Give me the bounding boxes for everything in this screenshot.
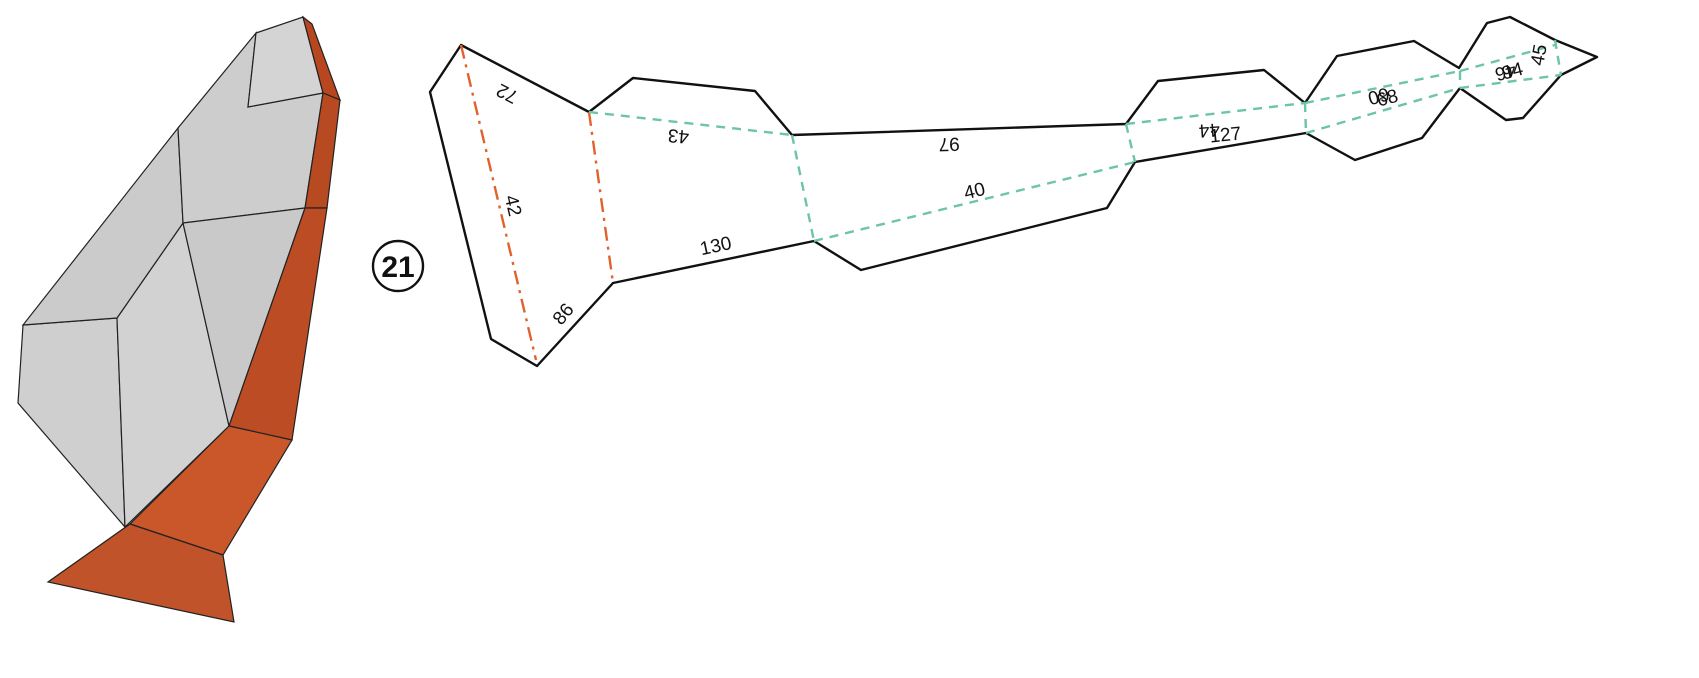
edge-label: 72 bbox=[493, 79, 521, 107]
edge-label: 40 bbox=[962, 179, 988, 204]
edge-label: 127 bbox=[1209, 123, 1243, 147]
edge-label: 42 bbox=[500, 193, 525, 218]
3d-preview-model bbox=[17, 15, 342, 623]
valley-fold-line bbox=[1124, 123, 1137, 163]
edge-label: 44 bbox=[1198, 118, 1221, 140]
valley-fold-line bbox=[1459, 73, 1562, 90]
preview-gray-face bbox=[17, 317, 126, 529]
valley-fold-line bbox=[790, 134, 816, 242]
template-outline bbox=[428, 15, 1599, 368]
edge-label: 46 bbox=[1492, 58, 1518, 84]
edge-label: 43 bbox=[667, 124, 690, 147]
preview-orange-face bbox=[46, 523, 235, 623]
flat-template: 72 42 86 43 130 97 40 127 44 68 60 94 46… bbox=[428, 15, 1599, 368]
edge-label: 97 bbox=[938, 133, 960, 155]
valley-fold-line bbox=[1303, 102, 1308, 134]
valley-fold-line bbox=[1304, 69, 1461, 105]
edge-label: 60 bbox=[1365, 82, 1391, 108]
valley-fold-line bbox=[1553, 39, 1563, 76]
valley-fold-line bbox=[588, 110, 793, 137]
edge-label: 130 bbox=[698, 233, 733, 260]
mountain-fold-line bbox=[459, 44, 538, 361]
valley-fold-line bbox=[1459, 43, 1556, 73]
step-number-badge: 21 bbox=[371, 239, 425, 293]
step-number: 21 bbox=[381, 251, 414, 284]
valley-fold-line bbox=[813, 160, 1136, 243]
mountain-fold-line bbox=[587, 111, 615, 284]
valley-fold-line bbox=[1125, 101, 1306, 126]
edge-label: 45 bbox=[1527, 43, 1551, 67]
valley-fold-line bbox=[1305, 86, 1461, 135]
